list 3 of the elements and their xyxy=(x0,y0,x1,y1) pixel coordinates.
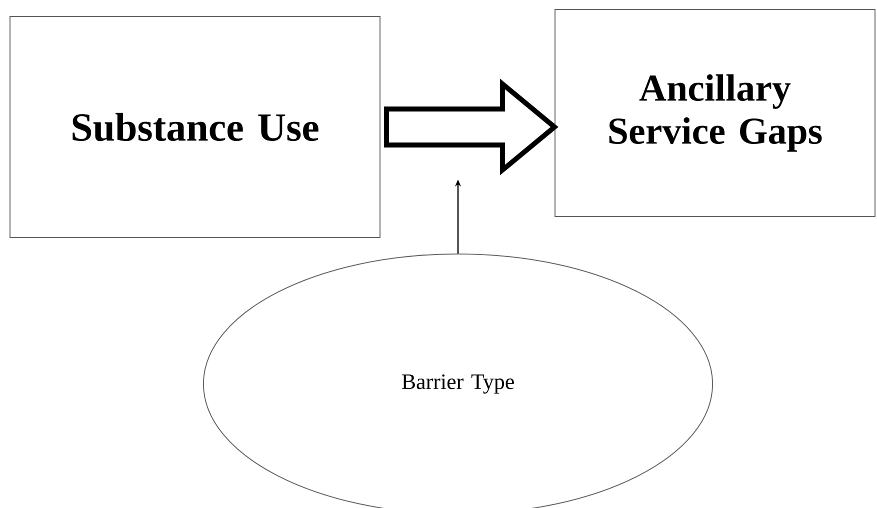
text-box: Ancillary Service Gaps xyxy=(554,9,876,217)
text-box: Substance Use xyxy=(10,16,380,238)
block-arrow xyxy=(384,78,558,176)
